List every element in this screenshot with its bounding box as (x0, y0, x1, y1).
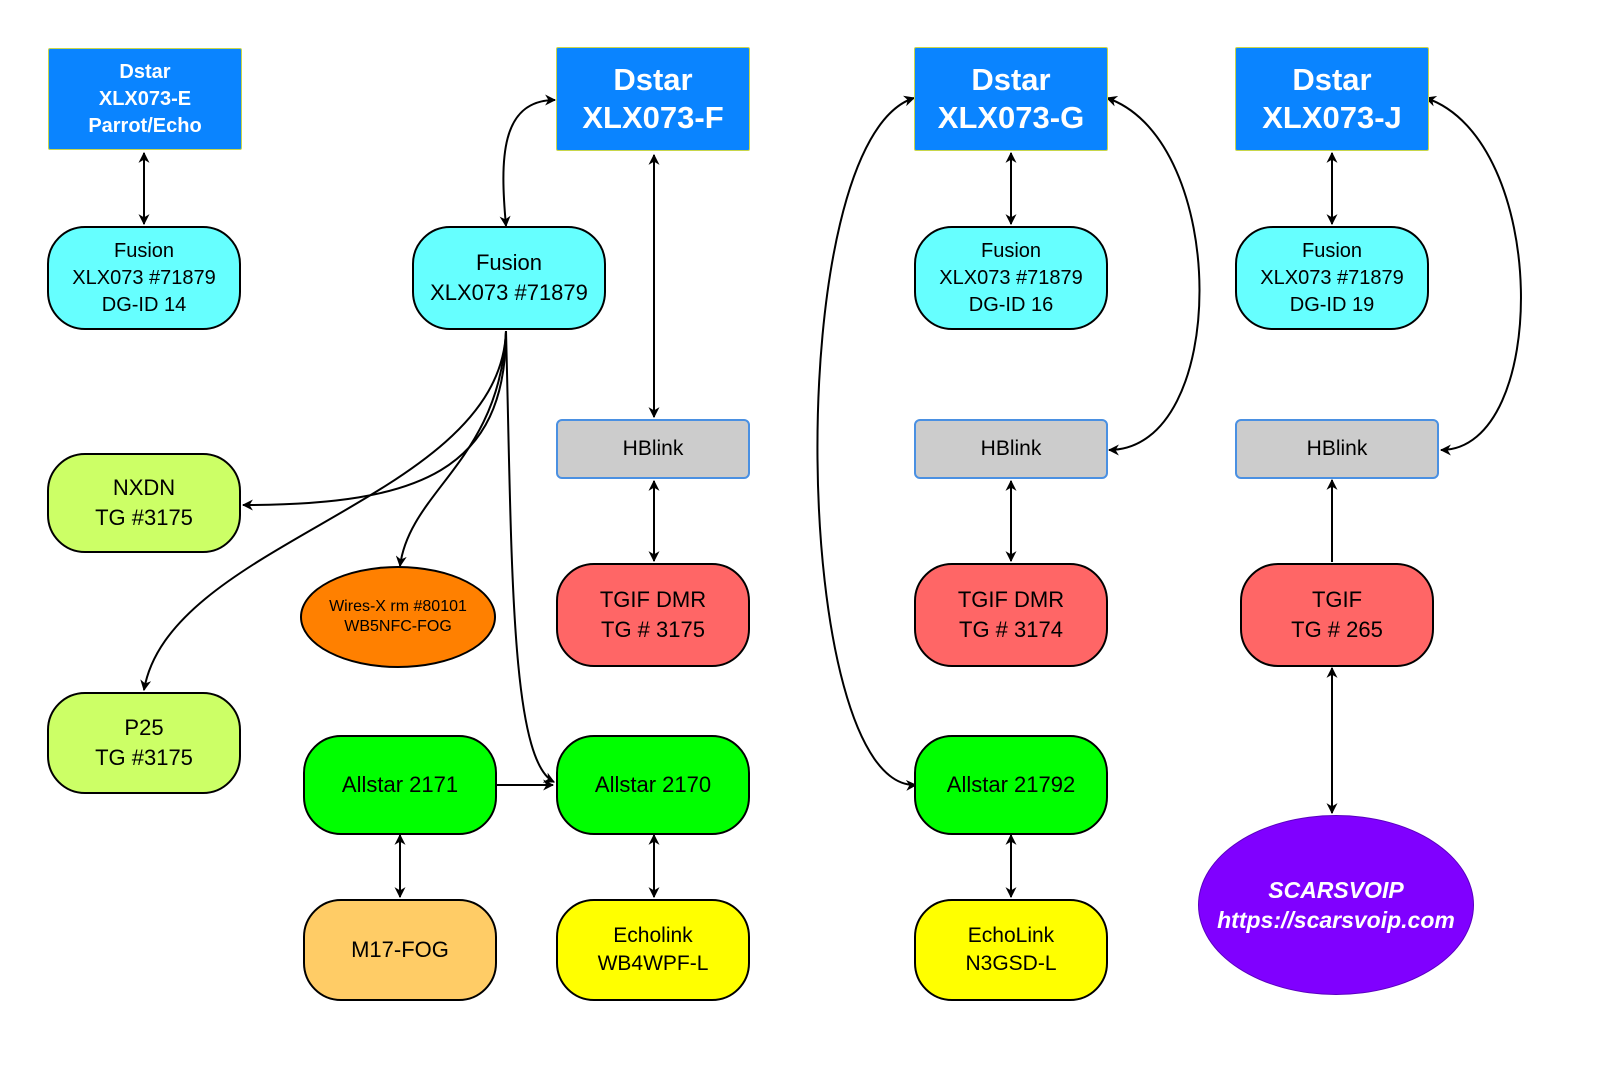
node-line: WB4WPF-L (597, 952, 709, 975)
allstar-2170-node: Allstar 2170 (556, 735, 750, 835)
hblink-g-node: HBlink (914, 419, 1108, 479)
m17-fog-node: M17-FOG (303, 899, 497, 1001)
dstar-xlx073-j-node: Dstar XLX073-J (1235, 47, 1429, 151)
scarsvoip-node: SCARSVOIP https://scarsvoip.com (1198, 815, 1474, 995)
node-line: TGIF DMR (957, 587, 1065, 612)
node-line: TG # 265 (1291, 617, 1383, 642)
node-line: WB5NFC-FOG (344, 618, 452, 635)
node-line: Dstar (971, 62, 1051, 97)
node-line: HBlink (1306, 437, 1368, 460)
dstar-xlx073-e-node: Dstar XLX073-E Parrot/Echo (48, 48, 242, 150)
node-line: XLX073 #71879 (939, 266, 1083, 289)
echolink-f-node: Echolink WB4WPF-L (556, 899, 750, 1001)
node-line: M17-FOG (351, 937, 449, 962)
fusion-g-node: Fusion XLX073 #71879 DG-ID 16 (914, 226, 1108, 330)
node-line: TG #3175 (95, 505, 193, 530)
edge-dstar-g-hblink-g (1105, 96, 1201, 456)
node-line: Fusion (980, 239, 1042, 262)
edge-fusion-f-wires (395, 330, 507, 568)
node-line: XLX073-F (582, 100, 724, 135)
fusion-f-node: Fusion XLX073 #71879 (412, 226, 606, 330)
node-line: Fusion (475, 250, 543, 275)
node-line: XLX073 #71879 (72, 266, 216, 289)
node-line: XLX073-G (937, 100, 1085, 135)
node-line: TG # 3175 (601, 617, 705, 642)
dstar-xlx073-g-node: Dstar XLX073-G (914, 47, 1108, 151)
node-line: Parrot/Echo (88, 114, 202, 137)
node-line: N3GSD-L (965, 952, 1057, 975)
p25-node: P25 TG #3175 (47, 692, 241, 794)
nxdn-node: NXDN TG #3175 (47, 453, 241, 553)
node-line: Allstar 2171 (341, 772, 459, 797)
node-line: Allstar 2170 (594, 772, 712, 797)
dstar-xlx073-f-node: Dstar XLX073-F (556, 47, 750, 151)
node-line: EchoLink (967, 924, 1055, 947)
node-line: Wires-X rm #80101 (329, 598, 467, 615)
node-line: HBlink (980, 437, 1042, 460)
edge-fusion-f-p25 (140, 330, 507, 692)
node-line: TG #3175 (95, 745, 193, 770)
node-line: Dstar (613, 62, 693, 97)
node-line: Fusion (113, 239, 175, 262)
node-line: Dstar (119, 60, 171, 83)
allstar-21792-node: Allstar 21792 (914, 735, 1108, 835)
hblink-j-node: HBlink (1235, 419, 1439, 479)
fusion-e-node: Fusion XLX073 #71879 DG-ID 14 (47, 226, 241, 330)
edge-fusion-f-nxdn (241, 330, 507, 511)
node-line: XLX073 #71879 (430, 280, 588, 305)
node-line: XLX073 #71879 (1260, 266, 1404, 289)
edge-dstar-f-fusion-f (499, 94, 557, 228)
node-line: HBlink (622, 437, 684, 460)
node-line: Dstar (1292, 62, 1372, 97)
edge-dstar-g-allstar-21792 (816, 95, 918, 791)
node-line: SCARSVOIP (1268, 877, 1404, 903)
node-line: Fusion (1301, 239, 1363, 262)
echolink-g-node: EchoLink N3GSD-L (914, 899, 1108, 1001)
tgif-g-node: TGIF DMR TG # 3174 (914, 563, 1108, 667)
fusion-j-node: Fusion XLX073 #71879 DG-ID 19 (1235, 226, 1429, 330)
allstar-2171-node: Allstar 2171 (303, 735, 497, 835)
node-line: XLX073-J (1262, 100, 1402, 135)
node-line: DG-ID 14 (101, 293, 187, 316)
node-line: NXDN (112, 475, 176, 500)
node-line: https://scarsvoip.com (1217, 907, 1455, 933)
node-line: P25 (124, 715, 164, 740)
node-line: DG-ID 19 (1289, 293, 1375, 316)
edge-fusion-f-allstar-2170 (505, 330, 555, 783)
node-line: XLX073-E (98, 87, 192, 110)
hblink-f-node: HBlink (556, 419, 750, 479)
tgif-j-node: TGIF TG # 265 (1240, 563, 1434, 667)
node-line: Echolink (613, 924, 693, 947)
node-line: TGIF DMR (599, 587, 707, 612)
node-line: DG-ID 16 (968, 293, 1054, 316)
wires-x-node: Wires-X rm #80101 WB5NFC-FOG (300, 566, 496, 668)
tgif-f-node: TGIF DMR TG # 3175 (556, 563, 750, 667)
node-line: TGIF (1311, 587, 1363, 612)
node-line: Allstar 21792 (946, 772, 1076, 797)
node-line: TG # 3174 (959, 617, 1063, 642)
edge-dstar-j-hblink-j (1424, 95, 1522, 456)
